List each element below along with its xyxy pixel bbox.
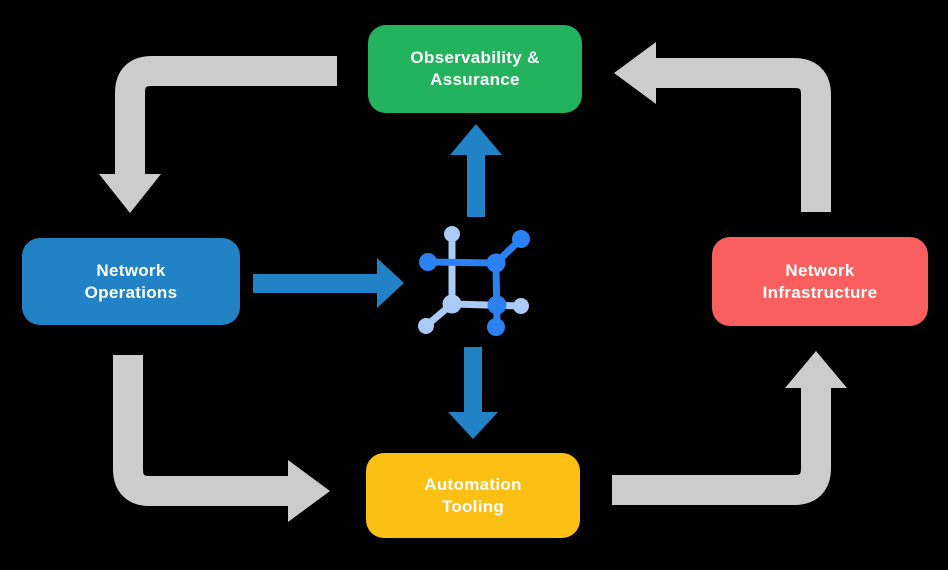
node-label-line: Assurance	[430, 70, 520, 89]
arrow-operations-to-center	[253, 258, 404, 308]
arrow-shaft	[115, 56, 337, 176]
arrow-observability-to-operations	[99, 56, 337, 213]
arrow-center-to-observability	[450, 124, 502, 217]
arrow-operations-to-tooling	[113, 355, 330, 522]
arrow-shaft	[656, 58, 831, 212]
arrow-head	[785, 351, 847, 388]
node-observability-assurance: Observability & Assurance	[368, 25, 582, 113]
node-label-line: Automation	[424, 474, 522, 494]
arrow-tooling-to-infrastructure	[612, 351, 847, 505]
node-label-line: Infrastructure	[762, 282, 878, 302]
icon-light-links	[422, 230, 525, 330]
node-label-line: Observability &	[410, 48, 540, 67]
node-label-line: Operations	[84, 282, 178, 302]
node-network-operations: Network Operations	[22, 238, 240, 325]
node-label-line: Network	[785, 260, 855, 280]
arrow-infrastructure-to-observability	[614, 42, 831, 212]
arrow-shaft	[113, 355, 288, 506]
node-label-line: Network	[96, 260, 166, 280]
node-label-line: Tooling	[441, 496, 505, 516]
icon-dark-nodes	[419, 230, 530, 336]
arrow-shaft	[612, 388, 831, 505]
arrow-head	[614, 42, 656, 104]
arrow-head	[288, 460, 330, 522]
icon-light-nodes	[418, 226, 529, 334]
arrow-center-to-tooling	[448, 347, 498, 439]
arrow-head	[99, 174, 161, 213]
node-network-infrastructure: Network Infrastructure	[712, 237, 928, 326]
node-automation-tooling: Automation Tooling	[366, 453, 580, 538]
network-topology-icon	[418, 226, 530, 336]
